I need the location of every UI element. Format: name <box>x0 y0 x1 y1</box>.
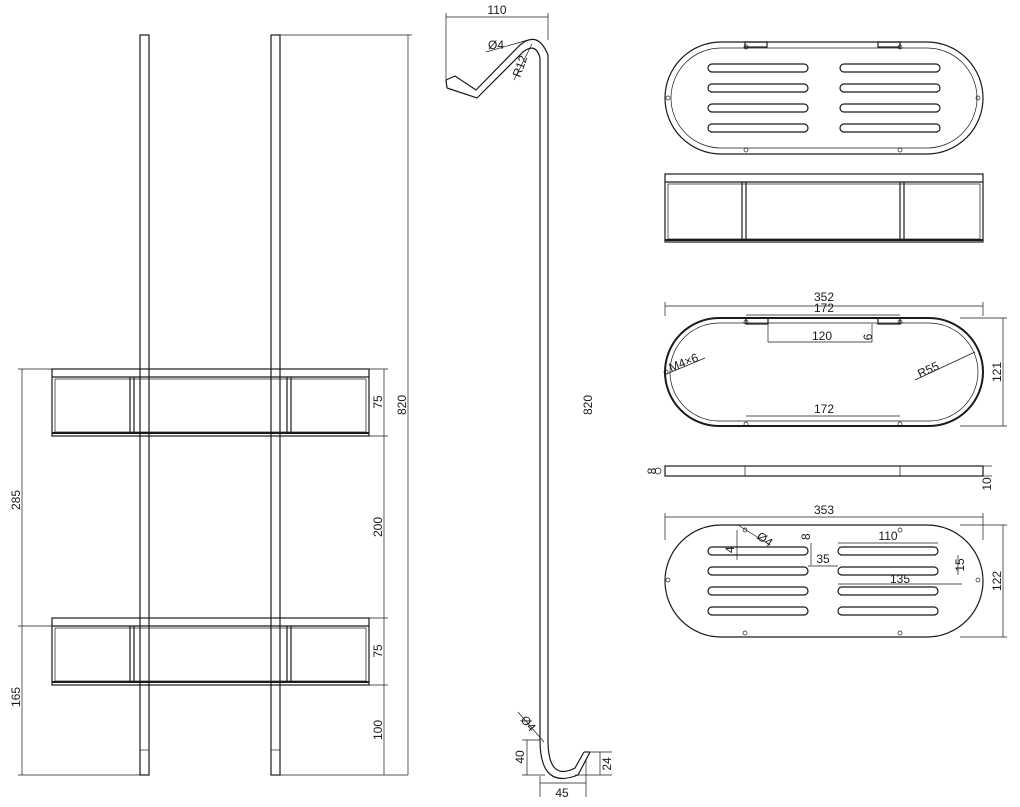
dim-frame-rod: 8 <box>645 467 659 474</box>
dim-plate-width: 122 <box>990 571 1004 591</box>
slots-top <box>707 63 941 133</box>
upper-basket <box>51 368 370 437</box>
dim-frame-inner-span: 120 <box>812 329 832 343</box>
dim-frame-thickness: 10 <box>980 477 994 491</box>
dim-bend-radius: R12 <box>510 53 531 79</box>
dim-frame-bottom-span: 172 <box>814 402 834 416</box>
frame-side-view: 8 10 <box>645 465 994 491</box>
dim-frame-width: 121 <box>990 362 1004 382</box>
dim-frame-end-radius: R55 <box>915 359 941 381</box>
dim-hook-height: 40 <box>513 750 527 764</box>
dim-frame-outer-length: 352 <box>814 290 834 304</box>
basket-top-view <box>664 41 984 155</box>
front-view: 285 165 75 200 75 100 820 <box>9 34 412 776</box>
dim-plate-slot-width: 15 <box>953 558 967 572</box>
dim-plate-slot-gap: 35 <box>816 552 830 566</box>
dim-gap-between: 200 <box>371 517 385 537</box>
dim-top-width: 110 <box>487 3 506 17</box>
dim-rod-length: 820 <box>581 395 595 415</box>
dim-hook-depth: 24 <box>600 757 614 771</box>
dim-frame-screw: M4×6 <box>667 350 701 374</box>
dim-plate-offset-b: 8 <box>799 533 813 540</box>
dim-bottom-clearance: 100 <box>371 720 385 740</box>
dim-frame-tab: 6 <box>861 333 875 340</box>
basket-side-view <box>664 173 984 243</box>
hook-rod-view: 110 Ø4 R12 820 Ø4 40 45 24 <box>445 3 614 800</box>
dim-plate-slot-length: 110 <box>878 529 897 543</box>
plate-view: 353 Ø4 4 8 110 35 135 15 122 <box>664 503 1007 638</box>
dim-left-upper: 285 <box>9 490 23 510</box>
dim-basket-depth-top: 75 <box>371 395 385 409</box>
slots-plate <box>707 546 939 616</box>
dim-total-height: 820 <box>395 395 409 415</box>
dim-plate-offset-a: 4 <box>723 546 737 553</box>
dim-rod-diameter-top: Ø4 <box>488 38 504 52</box>
dim-frame-top-span: 172 <box>814 301 834 315</box>
left-rod <box>139 34 150 776</box>
right-rod <box>270 34 281 776</box>
dim-plate-length: 353 <box>814 503 834 517</box>
dim-plate-slot-long: 135 <box>890 572 910 586</box>
dim-rod-diameter-bottom: Ø4 <box>518 713 539 735</box>
dim-basket-depth-bottom: 75 <box>371 644 385 658</box>
dim-left-lower: 165 <box>9 687 23 707</box>
lower-basket <box>51 617 370 686</box>
frame-top-view: 352 172 120 6 M4×6 R55 121 172 <box>663 290 1007 427</box>
dim-hook-width: 45 <box>555 786 569 800</box>
